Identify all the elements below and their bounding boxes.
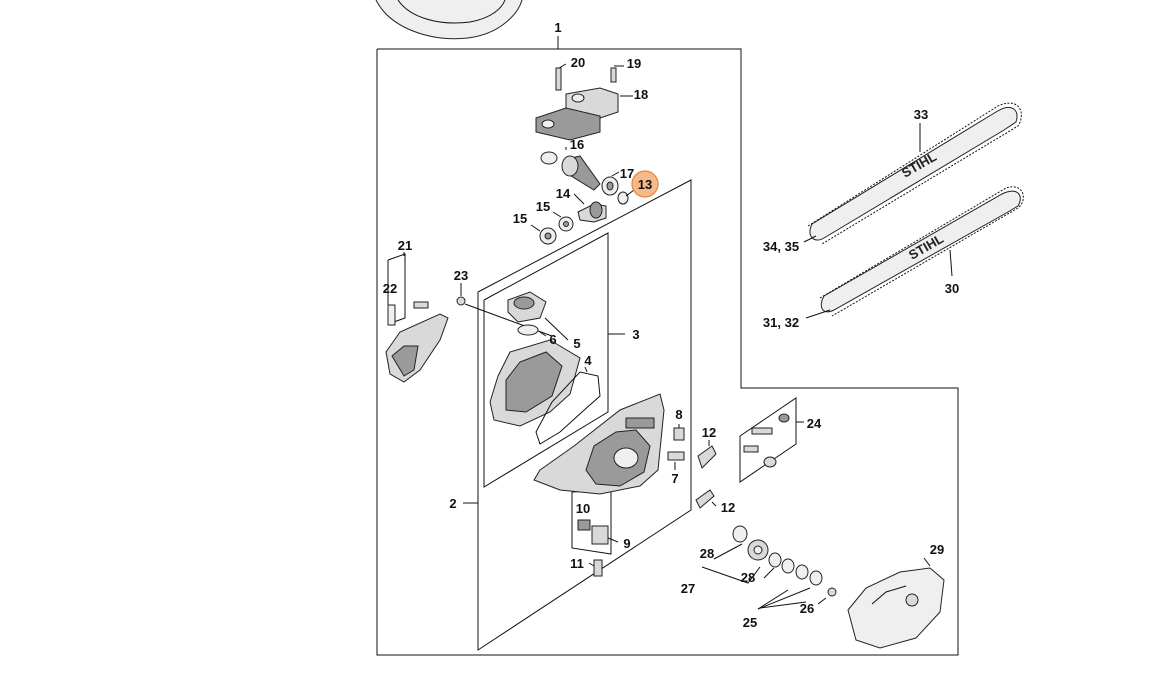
assembly-frame-3	[483, 232, 625, 488]
housing-fragment	[375, 0, 523, 40]
pin-11	[588, 559, 603, 577]
spring-10	[577, 519, 591, 531]
callout-18: 18	[634, 87, 648, 102]
callout-2: 2	[449, 496, 456, 511]
callout-15a: 15	[513, 211, 527, 226]
gear-14	[573, 193, 607, 223]
clamp-part-18	[535, 87, 633, 141]
sprocket-cover-29	[847, 557, 945, 649]
callout-1: 1	[554, 20, 561, 35]
callout-27: 27	[681, 581, 695, 596]
gearbox-housing-2	[533, 393, 665, 495]
callout-29: 29	[930, 542, 944, 557]
callout-19: 19	[627, 56, 641, 71]
callout-6: 6	[549, 332, 556, 347]
plate-12b	[695, 489, 717, 509]
callout-17: 17	[620, 166, 634, 181]
washers-26	[781, 558, 837, 597]
screw-7	[667, 451, 685, 470]
washer-28b	[768, 552, 782, 568]
callout-5: 5	[573, 336, 580, 351]
callout-4: 4	[584, 353, 592, 368]
callout-11: 11	[570, 556, 584, 571]
decal-22	[387, 304, 396, 326]
oil-tank	[489, 339, 581, 427]
callout-16: 16	[570, 137, 584, 152]
callout-20: 20	[571, 55, 585, 70]
bearing-15a	[530, 224, 557, 245]
callout-13[interactable]: 13	[638, 177, 652, 192]
plate-12a	[697, 440, 717, 469]
callout-33: 33	[914, 107, 928, 122]
callout-9: 9	[623, 536, 630, 551]
bearing-17	[601, 171, 620, 196]
callout-24: 24	[807, 416, 822, 431]
gasket-4	[535, 366, 601, 445]
washer-28	[732, 525, 748, 543]
callout-10: 10	[576, 501, 590, 516]
highlight-ring	[631, 170, 659, 198]
callout-31-32: 31, 32	[763, 315, 799, 330]
callout-22: 22	[383, 281, 397, 296]
seal-6	[517, 324, 547, 337]
callout-8: 8	[675, 407, 682, 422]
callout-7: 7	[671, 471, 678, 486]
callout-23: 23	[454, 268, 468, 283]
callout-34-35: 34, 35	[763, 239, 799, 254]
callout-12b: 12	[721, 500, 735, 515]
label-frame-22	[387, 253, 406, 325]
callout-15b: 15	[536, 199, 550, 214]
callout-3: 3	[632, 327, 639, 342]
screw-20	[555, 63, 567, 91]
sprocket-27	[747, 539, 769, 561]
leader-lines-25-28	[701, 543, 827, 610]
callout-28a: 28	[700, 546, 714, 561]
callout-14: 14	[556, 186, 571, 201]
screw-19	[610, 65, 624, 83]
assembly-frame-2	[463, 179, 692, 651]
gear-shaft-16	[540, 147, 601, 191]
callout-30: 30	[945, 281, 959, 296]
assembly-frame-24	[739, 397, 797, 483]
bearing-15b	[552, 211, 574, 232]
highlight-badge-13[interactable]: 13	[631, 170, 659, 198]
callout-28b: 28	[741, 570, 755, 585]
cover-21	[385, 252, 449, 383]
ring-13	[617, 189, 635, 205]
callout-21: 21	[398, 238, 412, 253]
assembly-frame-1	[376, 36, 959, 656]
callout-labels: 1 2 3 4 5 6 7 8 9 10 11 12 12 14 15 15 1…	[383, 20, 959, 630]
highlight-circle[interactable]	[632, 171, 658, 197]
cap-5	[507, 291, 569, 341]
callout-12a: 12	[702, 425, 716, 440]
screw-8	[673, 424, 685, 441]
tensioner-24	[743, 413, 804, 468]
callout-25: 25	[743, 615, 757, 630]
callout-26: 26	[800, 601, 814, 616]
sleeve-9	[591, 525, 619, 545]
